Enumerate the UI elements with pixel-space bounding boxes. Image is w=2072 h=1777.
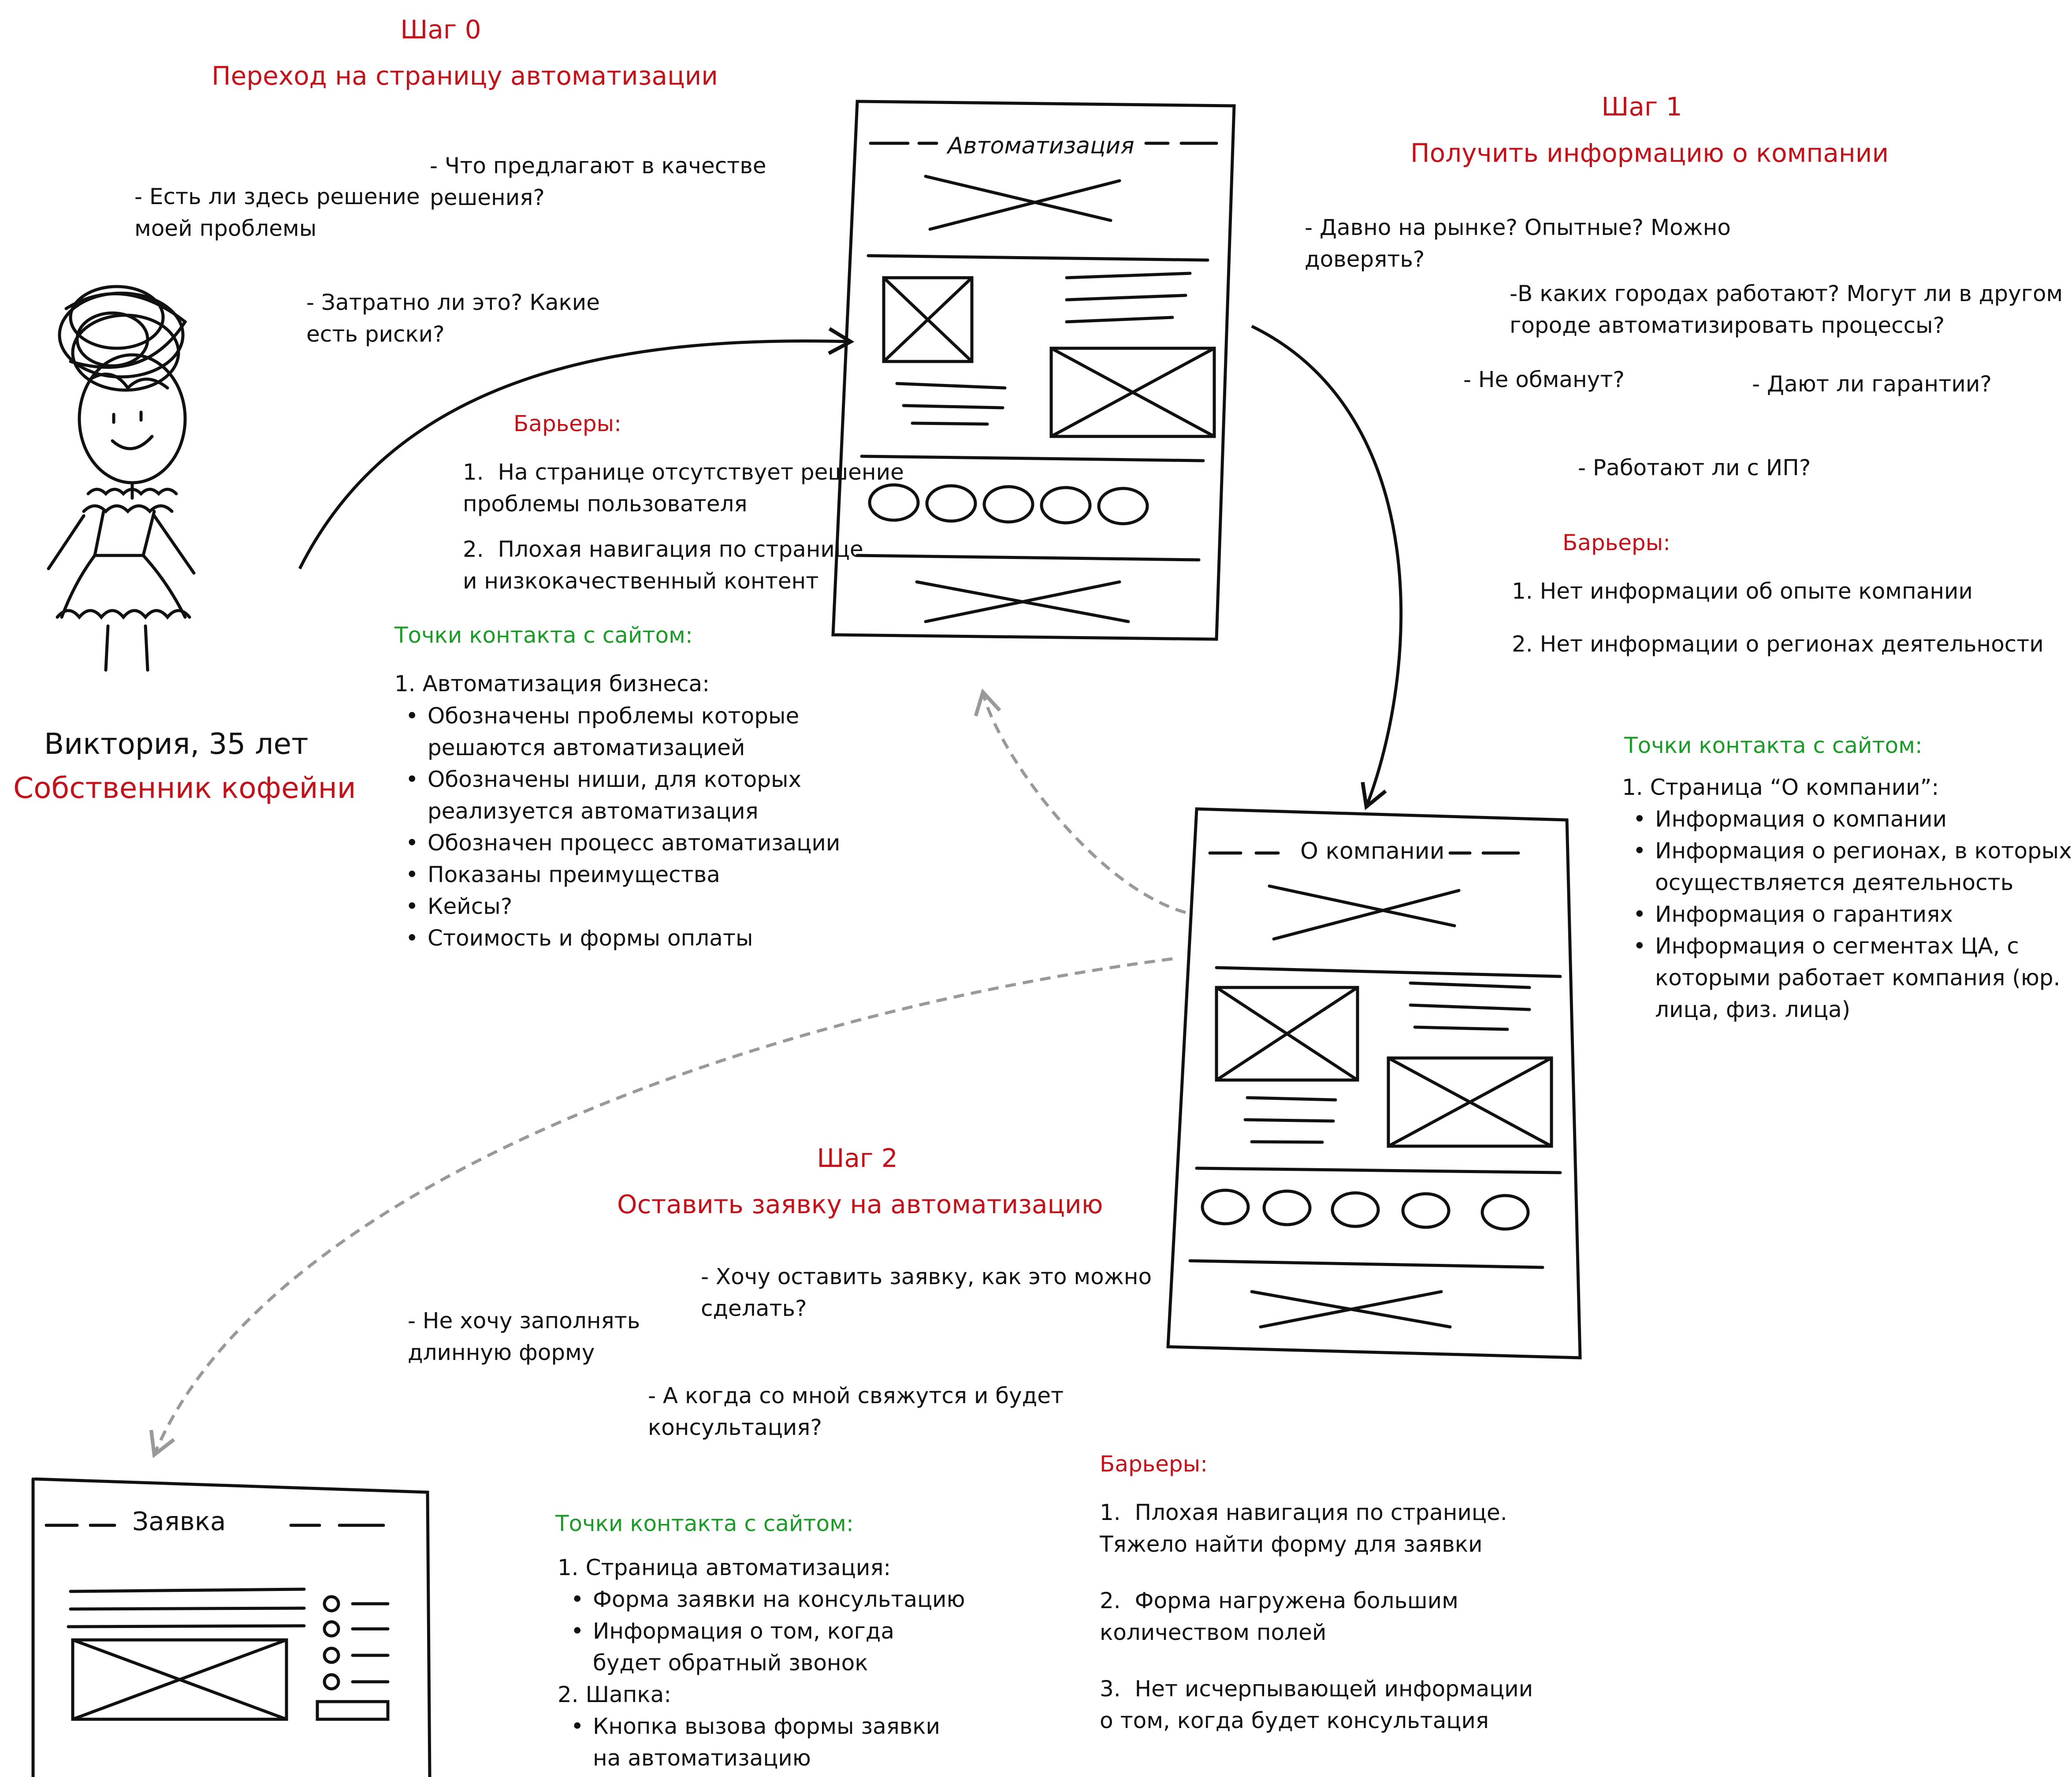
step1-thought: - Работают ли с ИП? [1578,455,1811,481]
step1-touchpoints-list: Информация о компании Информация о регио… [1624,803,2072,1025]
persona-bangs [89,373,169,391]
persona-legs [104,624,149,672]
step1-barrier: 2. Нет информации о регионах деятельност… [1512,631,2044,657]
step2-touchpoints-heading: Точки контакта с сайтом: [555,1511,854,1536]
persona-eyes [112,410,143,424]
persona-bodice [93,510,156,557]
arrow-about-back-to-automation-dashed [974,688,1186,914]
step2-touchpoints-list: Форма заявки на консультацию Информация … [562,1583,965,1679]
step2-touchpoints-header: 1. Страница автоматизация: [558,1555,891,1580]
step2-touchpoint-item: Кнопка вызова формы заявки на автоматиза… [562,1710,940,1774]
step1-touchpoint-item: Информация о регионах, в которых осущест… [1624,835,2072,898]
step0-touchpoint-item: Обозначен процесс автоматизации [397,827,840,859]
step1-barrier: 1. Нет информации об опыте компании [1512,578,1973,604]
step0-thought: - Что предлагают в качестве решения? [430,153,766,210]
persona-role: Собственник кофейни [13,771,356,805]
step1-touchpoint-item: Информация о компании [1624,803,2072,835]
step0-title: Переход на страницу автоматизации [212,61,718,91]
step0-touchpoint-item: Стоимость и формы оплаты [397,922,840,954]
wireframe-title-request: Заявка [132,1506,226,1536]
step1-thought: - Не обманут? [1463,367,1625,392]
step0-touchpoints-header: 1. Автоматизация бизнеса: [394,671,710,697]
wireframe-title-about: О компании [1300,838,1445,864]
persona-figure [47,285,196,672]
wireframe-title-automation: Автоматизация [948,133,1135,159]
step1-touchpoint-item: Информация о сегментах ЦА, с которыми ра… [1624,930,2072,1025]
step1-label: Шаг 1 [1601,92,1682,122]
step1-barriers-heading: Барьеры: [1562,530,1670,555]
step2-thought: - А когда со мной свяжутся и будет консу… [648,1383,1064,1440]
step2-barrier: 3. Нет исчерпывающей информации о том, к… [1100,1676,1533,1733]
step1-thought: - Дают ли гарантии? [1752,371,1992,397]
step0-touchpoints-heading: Точки контакта с сайтом: [394,622,693,648]
step2-touchpoint-item: Информация о том, когда будет обратный з… [562,1615,965,1679]
step2-title: Оставить заявку на автоматизацию [617,1189,1103,1219]
step2-thought: - Хочу оставить заявку, как это можно сд… [701,1264,1152,1321]
arrow-automation-to-about [1251,324,1403,810]
step0-barrier: 1. На странице отсутствует решение пробл… [463,459,904,517]
step0-label: Шаг 0 [400,15,481,45]
persona-face [78,353,187,484]
step0-barrier: 2. Плохая навигация по странице и низкок… [463,536,863,594]
step0-thought: - Есть ли здесь решение моей проблемы [134,184,420,241]
wireframe-request-page [31,1477,432,1777]
persona-skirt [60,554,187,619]
persona-arms [47,514,196,575]
step0-touchpoint-item: Показаны преимущества [397,859,840,890]
step0-barriers-heading: Барьеры: [513,411,621,436]
step2-barrier: 1. Плохая навигация по странице. Тяжело … [1100,1500,1507,1557]
step1-thought: - Давно на рынке? Опытные? Можно доверят… [1305,215,1731,272]
persona-hair-scribble [58,285,187,392]
persona-smile [111,435,154,451]
step2-thought: - Не хочу заполнять длинную форму [408,1308,640,1365]
step1-touchpoints-header: 1. Страница “О компании”: [1622,775,1939,800]
step2-touchpoints-list: Кнопка вызова формы заявки на автоматиза… [562,1710,940,1774]
step0-touchpoints-list: Обозначены проблемы которые решаются авт… [397,700,840,954]
step2-barrier: 2. Форма нагружена большим количеством п… [1100,1588,1458,1645]
persona-name: Виктория, 35 лет [44,727,309,761]
persona-ruffles [82,488,178,514]
step2-touchpoints-header: 2. Шапка: [558,1682,672,1707]
wireframe-automation-page [831,100,1236,641]
step2-barriers-heading: Барьеры: [1100,1451,1208,1477]
arrow-about-to-request-dashed [149,957,1173,1458]
step0-touchpoint-item: Обозначены проблемы которые решаются авт… [397,700,840,764]
step1-thought: -В каких городах работают? Могут ли в др… [1510,281,2063,338]
persona-hem [56,609,191,620]
step0-touchpoint-item: Обозначены ниши, для которых реализуется… [397,764,840,827]
step1-touchpoints-heading: Точки контакта с сайтом: [1624,733,1923,758]
step0-thought: - Затратно ли это? Какие есть риски? [306,290,600,347]
arrow-persona-to-automation [298,327,855,570]
step1-title: Получить информацию о компании [1410,138,1889,168]
step2-touchpoint-item: Форма заявки на консультацию [562,1583,965,1615]
step2-label: Шаг 2 [817,1143,898,1173]
step0-touchpoint-item: Кейсы? [397,890,840,922]
wireframe-about-page [1166,807,1582,1360]
step1-touchpoint-item: Информация о гарантиях [1624,898,2072,930]
